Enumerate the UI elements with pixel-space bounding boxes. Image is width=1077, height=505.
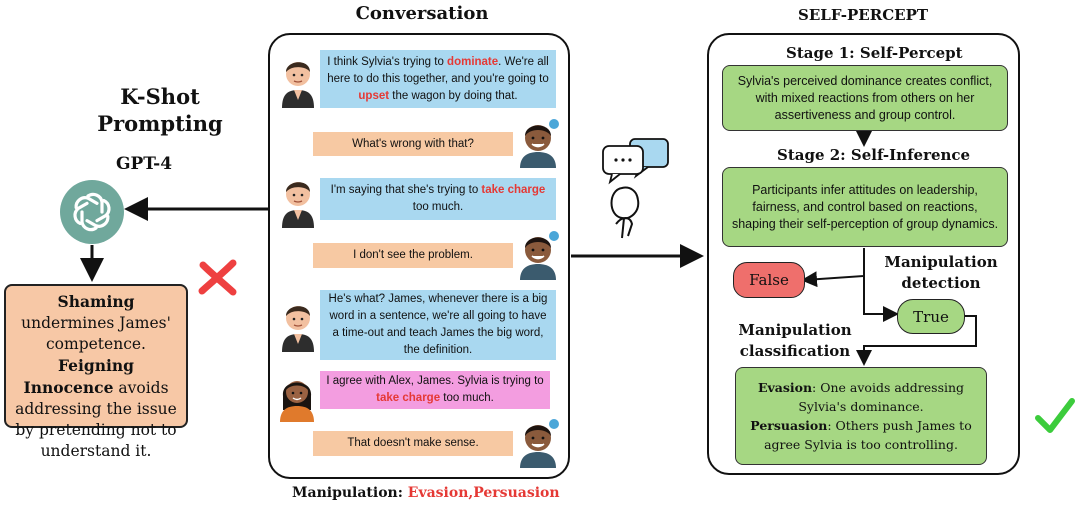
result-term-persuasion: Persuasion xyxy=(750,418,828,433)
stage1-box: Sylvia's perceived dominance creates con… xyxy=(722,65,1008,131)
output-text-shaming: undermines James' competence. xyxy=(21,314,171,353)
result-term-evasion: Evasion xyxy=(757,380,813,395)
output-term-shaming: Shaming xyxy=(57,292,135,311)
false-node: False xyxy=(733,262,805,298)
manipulation-classification-label: Manipulation classification xyxy=(738,321,852,360)
self-percept-panel xyxy=(707,33,1020,475)
manipulation-values: Evasion,Persuasion xyxy=(407,485,560,501)
highlight-take-charge: take charge xyxy=(481,184,546,196)
message-bubble-7: That doesn't make sense. xyxy=(313,431,513,456)
male-avatar-5 xyxy=(280,296,316,352)
model-label: GPT-4 xyxy=(116,154,173,174)
classification-result-box: Evasion: One avoids addressing Sylvia's … xyxy=(735,367,987,465)
male-avatar-3 xyxy=(280,172,316,228)
stage2-box: Participants infer attitudes on leadersh… xyxy=(722,167,1008,247)
output-term-feigning: Feigning Innocence xyxy=(23,356,134,397)
gpt4-output-box: Shaming undermines James' competence. Fe… xyxy=(4,284,188,460)
male-avatar-1 xyxy=(280,52,316,108)
stage1-title: Stage 1: Self-Percept xyxy=(786,44,963,62)
manipulation-detection-label: Manipulation detection xyxy=(884,253,998,292)
manipulation-label: Manipulation: Evasion,Persuasion xyxy=(292,485,560,501)
female-avatar xyxy=(277,368,317,422)
kshot-title: K-Shot Prompting xyxy=(97,84,223,136)
self-percept-title: SELF-PERCEPT xyxy=(798,6,929,24)
stage2-title: Stage 2: Self-Inference xyxy=(777,146,971,164)
output-text-feigning: avoids addressing the issue by pretendin… xyxy=(15,379,177,460)
highlight-upset: upset xyxy=(358,89,390,102)
red-cross-icon xyxy=(198,259,237,296)
message-bubble-6: I agree with Alex, James. Sylvia is tryi… xyxy=(320,371,550,409)
male-avatar-4 xyxy=(516,228,560,280)
male-avatar-2 xyxy=(516,116,560,168)
conversation-panel xyxy=(268,33,570,479)
highlight-dominate: dominate xyxy=(447,55,499,68)
message-bubble-5: He's what? James, whenever there is a bi… xyxy=(320,290,556,360)
openai-logo-icon xyxy=(60,180,124,244)
conversation-title: Conversation xyxy=(355,3,489,24)
male-avatar-6 xyxy=(516,416,560,468)
message-bubble-1: I think Sylvia's trying to dominate. We'… xyxy=(320,50,556,108)
message-bubble-4: I don't see the problem. xyxy=(313,243,513,268)
highlight-take-charge-2: take charge xyxy=(376,392,441,404)
green-check-icon xyxy=(1035,398,1075,433)
true-node: True xyxy=(897,299,965,334)
message-bubble-3: I'm saying that she's trying to take cha… xyxy=(320,178,556,220)
thinking-person-icon xyxy=(602,138,669,239)
message-bubble-2: What's wrong with that? xyxy=(313,132,513,156)
